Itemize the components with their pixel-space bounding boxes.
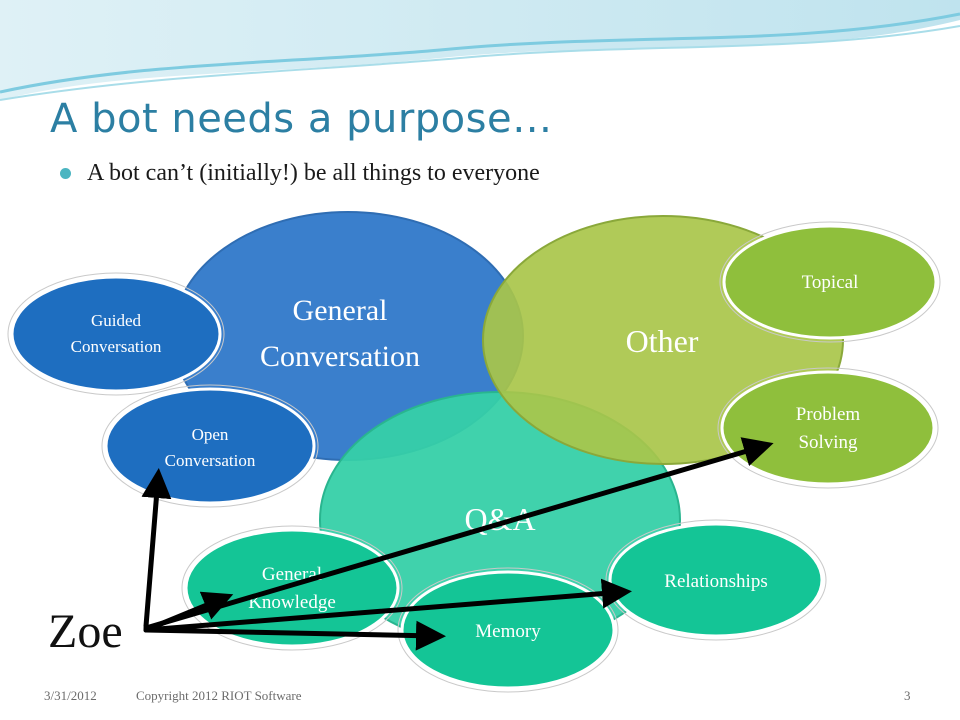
bullet-point: A bot can’t (initially!) be all things t… — [60, 160, 540, 187]
general-knowledge-label-2: Knowledge — [248, 592, 336, 613]
memory-node: Memory — [397, 567, 619, 693]
slide-title: A bot needs a purpose… — [50, 96, 553, 142]
guided-conversation-label-1: Guided — [91, 311, 142, 330]
guided-conversation-node: Guided Conversation — [7, 272, 225, 396]
footer-page-number: 3 — [904, 688, 911, 703]
general-knowledge-label-1: General — [262, 564, 322, 585]
arrow-to-relationships — [143, 578, 632, 633]
relationships-label: Relationships — [664, 571, 767, 592]
bullet-text: A bot can’t (initially!) be all things t… — [87, 160, 540, 186]
header-wave-decoration — [0, 0, 960, 101]
open-conversation-label-1: Open — [192, 425, 229, 444]
other-label: Other — [626, 323, 699, 359]
bullet-dot-icon — [60, 168, 71, 179]
zoe-arrows — [141, 437, 774, 651]
relationships-node: Relationships — [605, 519, 827, 641]
problem-solving-label-2: Solving — [798, 432, 858, 453]
arrow-to-open-conversation — [141, 468, 172, 629]
zoe-label: Zoe — [48, 605, 123, 658]
memory-label: Memory — [475, 621, 541, 642]
general-knowledge-node: General Knowledge — [181, 525, 403, 651]
guided-conversation-label-2: Conversation — [71, 337, 162, 356]
topical-label: Topical — [802, 272, 859, 293]
problem-solving-node: Problem Solving — [717, 367, 939, 489]
topical-node: Topical — [719, 221, 941, 343]
open-conversation-label-2: Conversation — [165, 451, 256, 470]
general-conversation-label-2: Conversation — [260, 340, 420, 373]
problem-solving-label-1: Problem — [796, 404, 861, 425]
footer-date: 3/31/2012 — [44, 688, 97, 703]
general-conversation-label-1: General — [293, 294, 388, 327]
qa-ellipse: Q&A — [319, 391, 681, 649]
arrow-to-general-knowledge — [143, 591, 234, 633]
footer-copyright: Copyright 2012 RIOT Software — [136, 688, 302, 703]
arrow-to-memory — [143, 620, 446, 651]
arrow-to-problem-solving — [143, 437, 774, 631]
